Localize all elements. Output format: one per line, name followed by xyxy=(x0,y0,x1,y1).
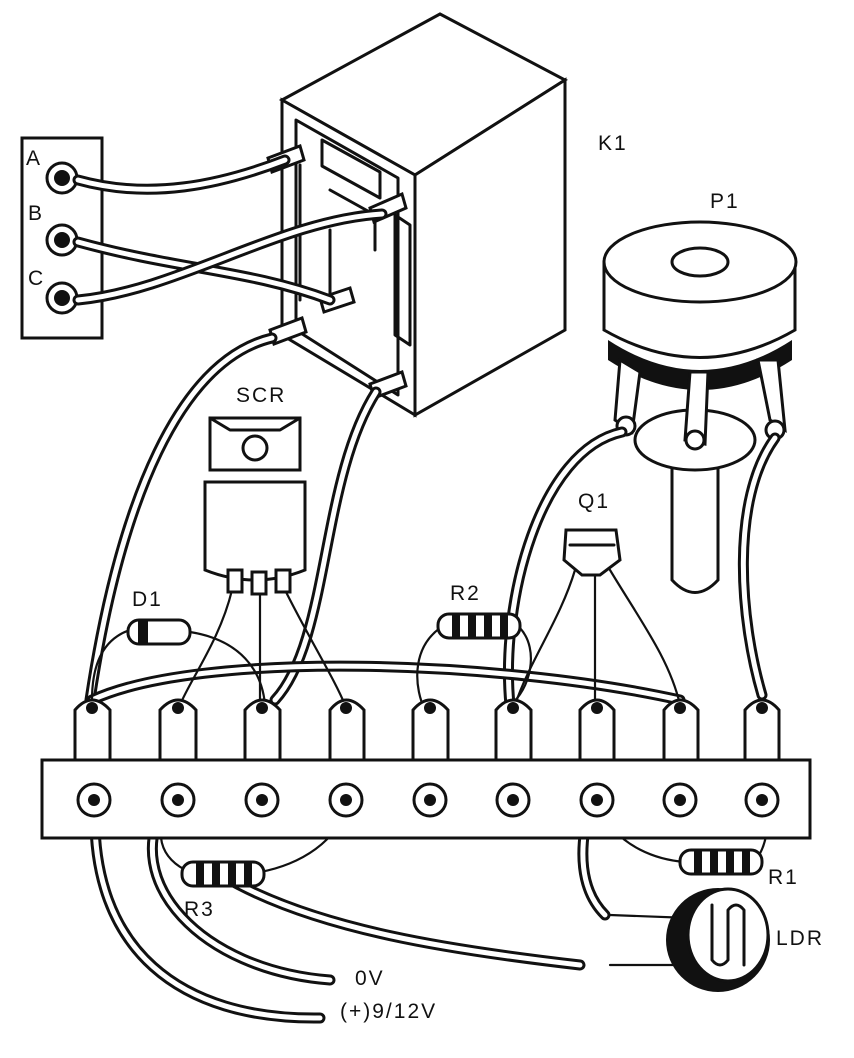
supply-label: (+)9/12V xyxy=(340,1000,437,1023)
lug-3 xyxy=(243,698,282,762)
terminal-screw-c xyxy=(45,281,79,315)
resistor-r2: R2 xyxy=(436,582,522,640)
resistor-r3-label: R3 xyxy=(184,898,215,921)
resistor-r1-label: R1 xyxy=(768,866,799,889)
terminal-block: A B C xyxy=(20,136,104,340)
ground-label: 0V xyxy=(355,967,385,990)
lug-4 xyxy=(328,698,366,762)
terminal-c-label: C xyxy=(28,267,45,290)
diode-d1-label: D1 xyxy=(132,588,163,611)
terminal-screw-a xyxy=(45,161,79,195)
lug-1 xyxy=(73,698,112,762)
lug-6 xyxy=(494,698,533,762)
terminal-strip xyxy=(40,758,812,840)
terminal-a-label: A xyxy=(26,147,42,170)
relay-k1-label: K1 xyxy=(598,132,628,155)
resistor-r1: R1 xyxy=(678,848,799,889)
ldr: LDR xyxy=(666,887,824,992)
terminal-strip-lugs xyxy=(73,698,781,762)
terminal-screw-b xyxy=(45,223,79,257)
lug-8 xyxy=(662,698,700,762)
potentiometer-p1: P1 xyxy=(602,190,798,594)
terminal-b-label: B xyxy=(28,202,44,225)
potentiometer-p1-label: P1 xyxy=(710,190,740,213)
lug-2 xyxy=(158,698,198,762)
ldr-label: LDR xyxy=(776,927,824,950)
transistor-q1: Q1 xyxy=(562,490,622,577)
diode-d1: D1 xyxy=(126,588,192,646)
scr: SCR xyxy=(203,384,307,596)
relay-k1: K1 xyxy=(266,12,628,418)
resistor-r2-label: R2 xyxy=(450,582,481,605)
strip-eyelets xyxy=(76,782,780,818)
scr-label: SCR xyxy=(236,384,286,407)
lug-7 xyxy=(578,698,616,762)
resistor-r3: R3 xyxy=(180,860,266,921)
wires xyxy=(72,154,781,1024)
transistor-q1-label: Q1 xyxy=(578,490,610,513)
lug-5 xyxy=(411,698,450,762)
lug-9 xyxy=(743,698,781,762)
